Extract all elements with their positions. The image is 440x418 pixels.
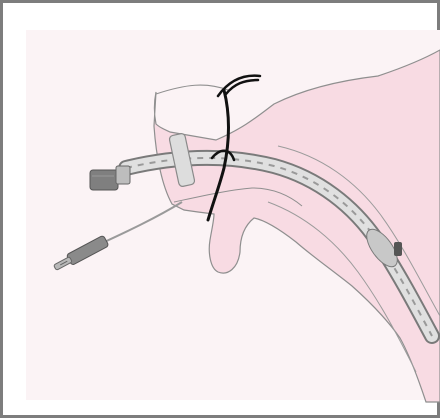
tube-cuff-marker [394,242,402,256]
intubation-illustration [6,6,440,418]
